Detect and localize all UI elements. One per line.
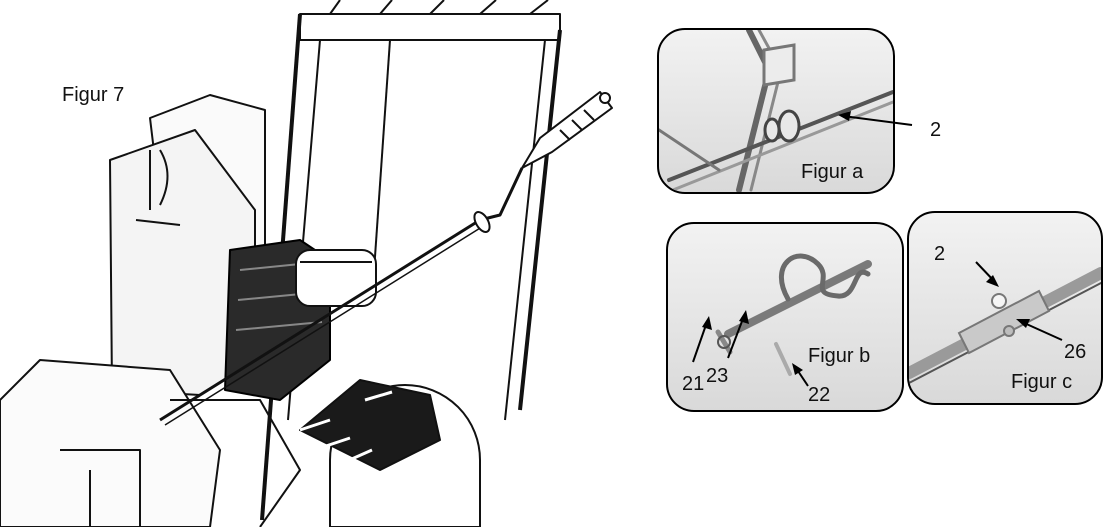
figure-c-inset: [907, 211, 1103, 405]
figure-b-callout-21: 21: [682, 373, 705, 395]
figure-c-callout-26: 26: [1064, 341, 1087, 363]
figure-b-callout-23: 23: [706, 365, 729, 387]
figure-a-callout-2: 2: [930, 119, 942, 141]
figure-c-drawing: [909, 267, 1101, 384]
figure-7-title: Figur 7: [62, 84, 125, 106]
figure-a-caption: Figur a: [801, 161, 864, 183]
figure-c-caption: Figur c: [1011, 371, 1073, 393]
figure-c-callout-2: 2: [934, 243, 946, 265]
snow-thrower-drawing: [0, 0, 613, 527]
figure-b-callout-22: 22: [808, 384, 831, 406]
figure-b-caption: Figur b: [808, 345, 871, 367]
